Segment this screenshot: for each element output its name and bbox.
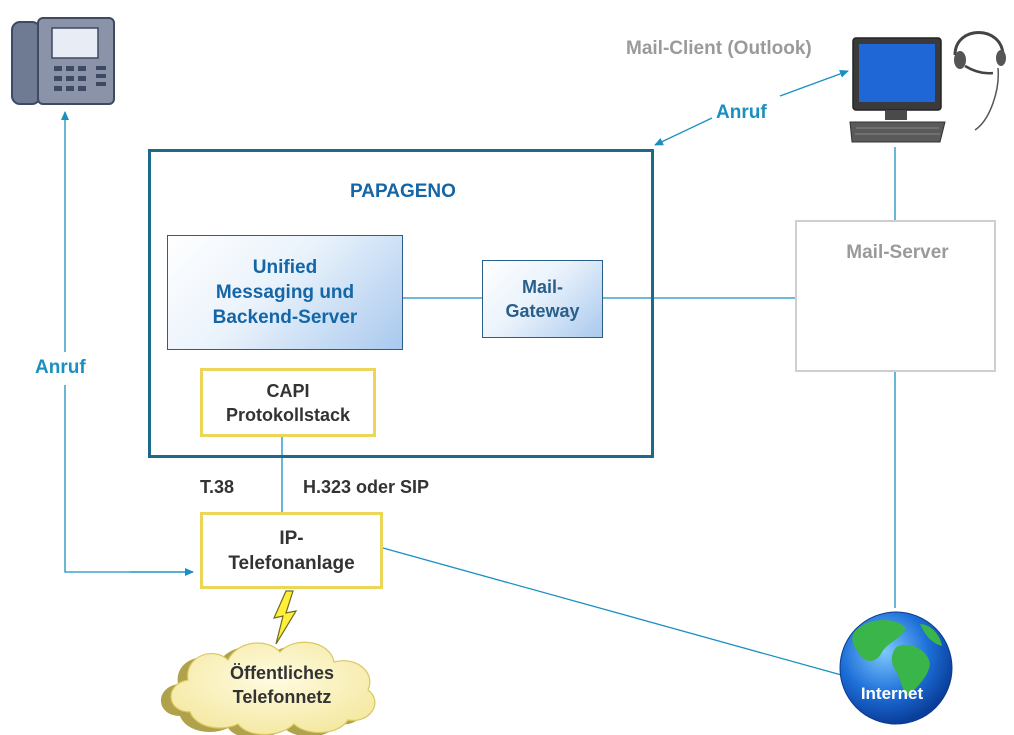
- papageno-title: PAPAGENO: [350, 181, 456, 202]
- mail-client-label: Mail-Client (Outlook): [626, 38, 812, 59]
- pstn-line1: Öffentliches: [229, 663, 335, 683]
- mail-gateway-line1: Mail-: [521, 277, 563, 297]
- connections: [61, 70, 896, 677]
- capi-line1: CAPI: [266, 380, 310, 401]
- cloud-icon: [161, 641, 376, 735]
- pbx-line2: Telefonanlage: [228, 552, 355, 574]
- capi-protocol-stack[interactable]: CAPI Protokollstack: [200, 368, 376, 437]
- arrow-to-papageno: [654, 117, 713, 146]
- pstn-label: Öffentliches Telefonnetz: [198, 661, 366, 709]
- computer-icon: [849, 37, 946, 143]
- pbx-line1: IP-: [279, 527, 304, 549]
- link-pbx-internet: [382, 547, 846, 677]
- mail-gateway-line2: Gateway: [505, 301, 580, 321]
- headset-icon: [953, 31, 1006, 131]
- internet-label: Internet: [860, 684, 924, 703]
- ip-pbx-box[interactable]: IP- Telefonanlage: [200, 512, 383, 589]
- pstn-line2: Telefonnetz: [232, 687, 332, 707]
- call-label-right: Anruf: [716, 102, 767, 123]
- protocol-voip-label: H.323 oder SIP: [303, 477, 430, 497]
- unified-line1: Unified: [252, 257, 318, 278]
- mail-server-label: Mail-Server: [846, 242, 949, 263]
- call-label-left: Anruf: [33, 357, 88, 379]
- arrow-to-client: [779, 70, 849, 97]
- protocol-t38-label: T.38: [200, 477, 235, 497]
- lightning-icon: [272, 590, 298, 645]
- unified-line2: Messaging und: [215, 282, 355, 303]
- globe-icon: [839, 611, 953, 725]
- papageno-frame: [148, 149, 654, 458]
- capi-line2: Protokollstack: [225, 404, 351, 425]
- mail-gateway-box[interactable]: Mail- Gateway: [482, 260, 603, 338]
- unified-line3: Backend-Server: [212, 307, 358, 328]
- mail-server-box[interactable]: Mail-Server: [795, 220, 996, 372]
- unified-messaging-server[interactable]: Unified Messaging und Backend-Server: [167, 235, 403, 350]
- desk-phone-icon: [11, 17, 115, 105]
